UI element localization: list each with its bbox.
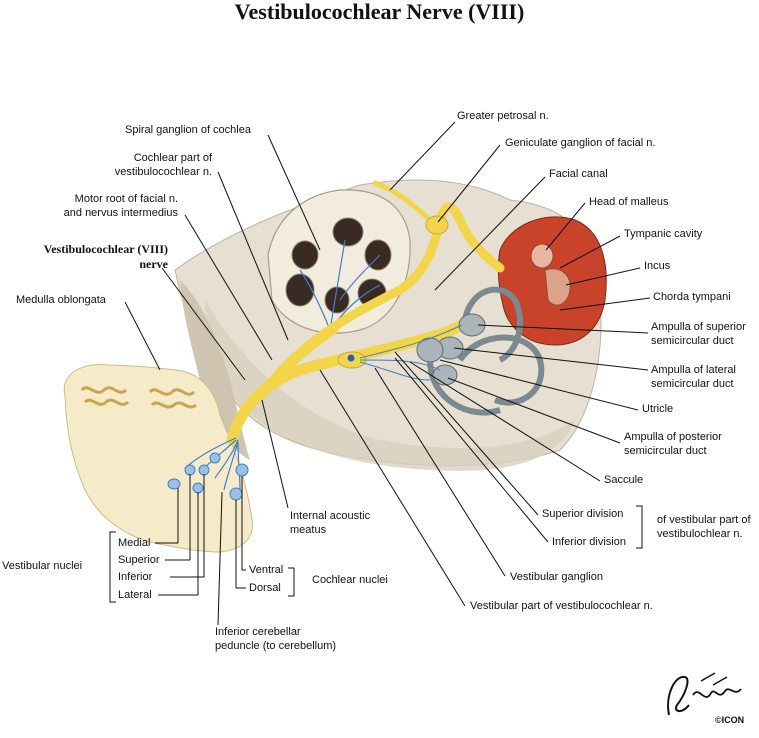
label-ampulla-lateral-2: semicircular duct <box>651 378 734 390</box>
dura-shadow <box>180 280 250 460</box>
label-greater-petrosal: Greater petrosal n. <box>457 110 549 122</box>
label-medial: Medial <box>118 537 151 549</box>
netter-signature: ©ICON <box>667 672 744 725</box>
label-cochlear-nuclei: Cochlear nuclei <box>312 574 388 586</box>
label-inferior-cerebellar-1: Inferior cerebellar <box>215 626 301 638</box>
label-superior: Superior <box>118 554 160 566</box>
label-utricle: Utricle <box>642 403 674 415</box>
label-vestibular-part-nerve: Vestibular part of vestibulocochlear n. <box>470 600 653 612</box>
label-vestibular-part-1: of vestibular part of <box>657 514 751 526</box>
label-medulla: Medulla oblongata <box>16 294 106 306</box>
olive-nuclei <box>80 386 197 409</box>
label-head-of-malleus: Head of malleus <box>589 196 669 208</box>
nuclei-blobs <box>167 452 249 501</box>
medulla-oblongata <box>63 364 253 553</box>
label-vestibular-ganglion: Vestibular ganglion <box>510 571 603 583</box>
label-lateral: Lateral <box>118 589 152 601</box>
label-tympanic-cavity: Tympanic cavity <box>624 228 703 240</box>
label-inferior-division: Inferior division <box>552 536 626 548</box>
vestibular-fibers <box>359 324 463 381</box>
label-cochlear-part-2: vestibulocochlear n. <box>114 166 212 178</box>
label-facial-canal: Facial canal <box>549 168 608 180</box>
label-internal-acoustic-1: Internal acoustic <box>290 510 371 522</box>
label-vestibular-nuclei: Vestibular nuclei <box>2 560 83 572</box>
label-incus: Incus <box>644 260 671 272</box>
cochlea-spiral <box>285 217 392 314</box>
label-superior-division: Superior division <box>542 508 624 520</box>
label-nerve-title-1: Vestibulocochlear (VIII) <box>43 242 168 256</box>
label-ampulla-posterior-1: Ampulla of posterior <box>624 431 722 443</box>
bone-shading <box>205 300 575 471</box>
label-ampulla-lateral-1: Ampulla of lateral <box>651 364 736 376</box>
leader-lines <box>109 121 651 626</box>
incus <box>544 268 571 306</box>
label-chorda-tympani: Chorda tympani <box>653 291 731 303</box>
geniculate-ganglion <box>425 215 449 235</box>
cochlear-branch <box>276 326 339 379</box>
label-vestibular-part-2: vestibulochlear n. <box>657 528 743 540</box>
label-ampulla-posterior-2: semicircular duct <box>624 445 707 457</box>
label-internal-acoustic-2: meatus <box>290 524 327 536</box>
label-inferior-cerebellar-2: peduncle (to cerebellum) <box>215 640 337 652</box>
label-ventral: Ventral <box>249 564 284 576</box>
label-cochlear-part-1: Cochlear part of <box>133 152 212 164</box>
vestibular-ganglion-dot <box>347 354 355 362</box>
label-dorsal: Dorsal <box>249 582 281 594</box>
label-ampulla-superior-2: semicircular duct <box>651 335 734 347</box>
label-inferior: Inferior <box>118 571 153 583</box>
label-ampulla-superior-1: Ampulla of superior <box>651 321 746 333</box>
label-motor-root-2: and nervus intermedius <box>63 207 178 219</box>
label-geniculate-ganglion: Geniculate ganglion of facial n. <box>505 137 656 149</box>
page-title: Vestibulocochlear Nerve (VIII) <box>234 0 525 24</box>
signature-mark: ©ICON <box>715 715 744 725</box>
label-saccule: Saccule <box>604 474 644 486</box>
label-spiral-ganglion: Spiral ganglion of cochlea <box>125 124 251 136</box>
label-nerve-title-2: nerve <box>139 257 168 271</box>
malleus-head <box>530 243 554 269</box>
label-motor-root-1: Motor root of facial n. <box>74 193 178 205</box>
